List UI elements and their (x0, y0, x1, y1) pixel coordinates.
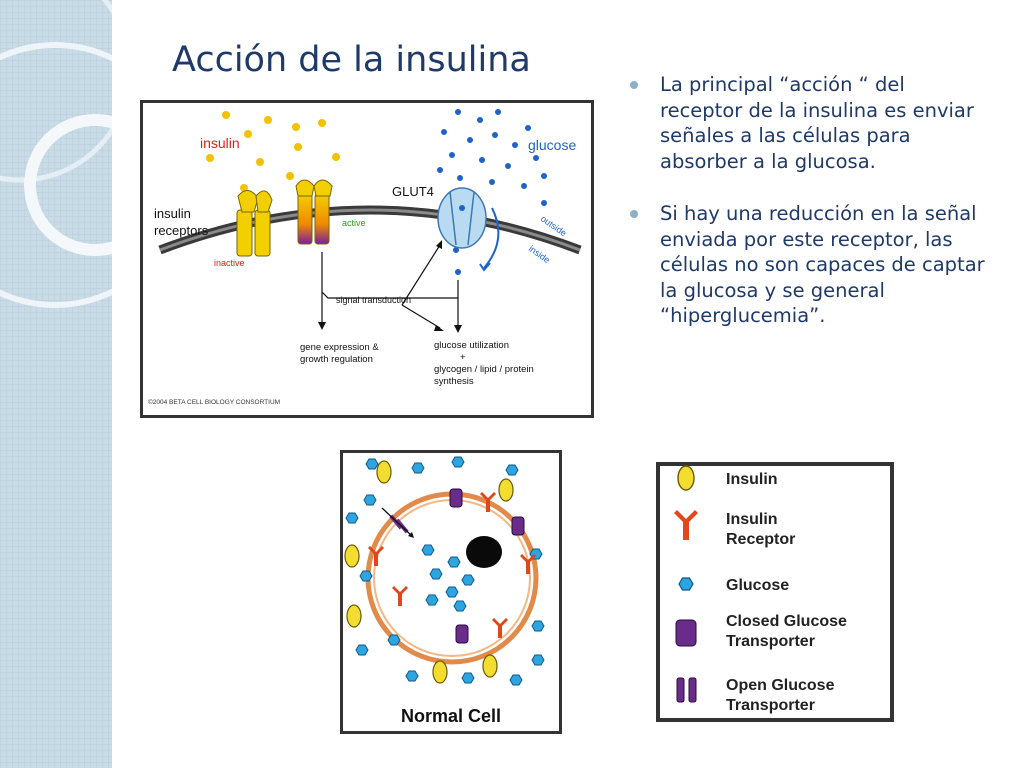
legend-label: Receptor (726, 531, 795, 548)
gene-expression-label-line2: growth regulation (300, 354, 373, 365)
glut4-transporter (437, 187, 487, 249)
glucose-utilization-label-line3: glycogen / lipid / protein (434, 364, 534, 375)
legend-item-glucose: Glucose (678, 577, 789, 594)
slide-title: Acción de la insulina (172, 40, 531, 80)
active-insulin-receptor (295, 179, 333, 245)
legend-label: Transporter (726, 697, 815, 714)
normal-cell-diagram: Normal Cell (340, 450, 562, 734)
bullet-item: La principal “acción “ del receptor de l… (626, 72, 986, 174)
bullet-item: Si hay una reducción en la señal enviada… (626, 201, 986, 329)
legend-label: Insulin (726, 511, 778, 528)
legend-label: Open Glucose (726, 677, 835, 694)
insulin-action-diagram: insulin glucose insulin receptors inacti… (140, 100, 594, 418)
receptors-label-line1: insulin (154, 206, 191, 221)
decorative-arc (0, 42, 112, 308)
open-glucose-transporter (381, 507, 414, 538)
nucleus (466, 536, 502, 568)
gene-expression-label-line1: gene expression & (300, 342, 379, 353)
receptors-label-line2: receptors (154, 223, 209, 238)
insulin-oval-icon (677, 465, 695, 491)
glucose-hexagon-icon (678, 577, 694, 591)
legend-item-closed-transporter: Closed Glucose Transporter (675, 613, 847, 650)
legend-label: Glucose (726, 577, 789, 594)
bullet-list: La principal “acción “ del receptor de l… (626, 72, 986, 356)
insulin-molecules (206, 111, 340, 192)
glucose-entry-arrow (483, 207, 500, 269)
glucose-molecules (437, 109, 547, 275)
glucose-utilization-label-line2: + (460, 352, 466, 363)
signal-transduction-label: signal transduction (336, 295, 411, 305)
normal-cell-caption: Normal Cell (401, 706, 501, 726)
glut4-label: GLUT4 (392, 184, 434, 199)
glucose-label: glucose (528, 137, 576, 153)
open-transporter-icon (676, 677, 697, 703)
copyright-text: ©2004 BETA CELL BIOLOGY CONSORTIUM (148, 398, 280, 406)
active-label: active (342, 218, 366, 228)
legend-item-insulin: Insulin (677, 465, 778, 491)
insulin-label: insulin (200, 135, 240, 151)
signal-arrows (321, 244, 459, 329)
bullet-dot-icon (630, 81, 638, 89)
legend-label: Closed Glucose (726, 613, 847, 630)
inactive-insulin-receptor (236, 190, 273, 257)
legend-label: Transporter (726, 633, 815, 650)
legend-label: Insulin (726, 471, 778, 488)
closed-transporter-icon (675, 619, 697, 647)
bullet-text: Si hay una reducción en la señal enviada… (660, 202, 985, 327)
legend-panel: Insulin Insulin Receptor Glucose Closed … (656, 462, 894, 722)
decorative-side-strip (0, 0, 112, 768)
glucose-utilization-label-line1: glucose utilization (434, 340, 509, 351)
bullet-text: La principal “acción “ del receptor de l… (660, 73, 974, 173)
bullet-dot-icon (630, 210, 638, 218)
receptor-icon (674, 510, 698, 540)
glucose-utilization-label-line4: synthesis (434, 376, 474, 387)
legend-item-insulin-receptor: Insulin Receptor (674, 510, 795, 548)
legend-item-open-transporter: Open Glucose Transporter (676, 677, 835, 714)
inactive-label: inactive (214, 258, 245, 268)
